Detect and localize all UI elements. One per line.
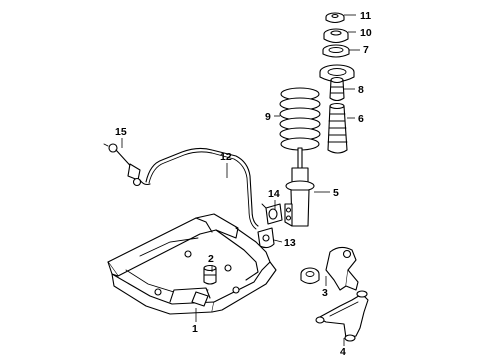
callout-10: 10 — [360, 27, 372, 39]
callout-12: 12 — [220, 151, 232, 163]
bump-stop — [329, 76, 345, 102]
callout-14: 14 — [268, 188, 280, 200]
mount-bushing — [203, 264, 217, 285]
callout-13: 13 — [284, 237, 296, 249]
callout-15: 15 — [115, 126, 127, 138]
coil-spring — [279, 87, 321, 151]
dust-boot — [327, 102, 348, 154]
callout-3: 3 — [322, 287, 328, 299]
strut-upper-mount — [323, 28, 349, 44]
stabilizer-bushing — [261, 203, 283, 225]
bushing-bracket — [257, 227, 275, 249]
strut-mount-nut — [325, 12, 345, 24]
stabilizer-bar — [139, 147, 259, 230]
callout-9: 9 — [265, 111, 271, 123]
leader-lines — [121, 14, 360, 346]
callout-6: 6 — [358, 113, 364, 125]
callout-8: 8 — [358, 84, 364, 96]
stabilizer-link — [103, 143, 142, 187]
strut-bearing-plate — [322, 44, 350, 58]
strut-assembly — [284, 147, 315, 227]
callout-4: 4 — [340, 346, 346, 358]
lower-control-arm — [315, 290, 369, 342]
callout-11: 11 — [360, 10, 371, 22]
callout-7: 7 — [363, 44, 369, 56]
callout-labels: 11 10 7 8 6 9 5 12 14 13 15 2 1 3 4 — [115, 10, 372, 358]
callout-2: 2 — [208, 253, 214, 265]
wheel-bearing — [300, 267, 320, 285]
callout-5: 5 — [333, 187, 339, 199]
steering-knuckle — [325, 246, 359, 291]
upper-spring-seat — [319, 64, 355, 83]
crossmember-subframe — [107, 213, 277, 315]
callout-1: 1 — [192, 323, 198, 335]
